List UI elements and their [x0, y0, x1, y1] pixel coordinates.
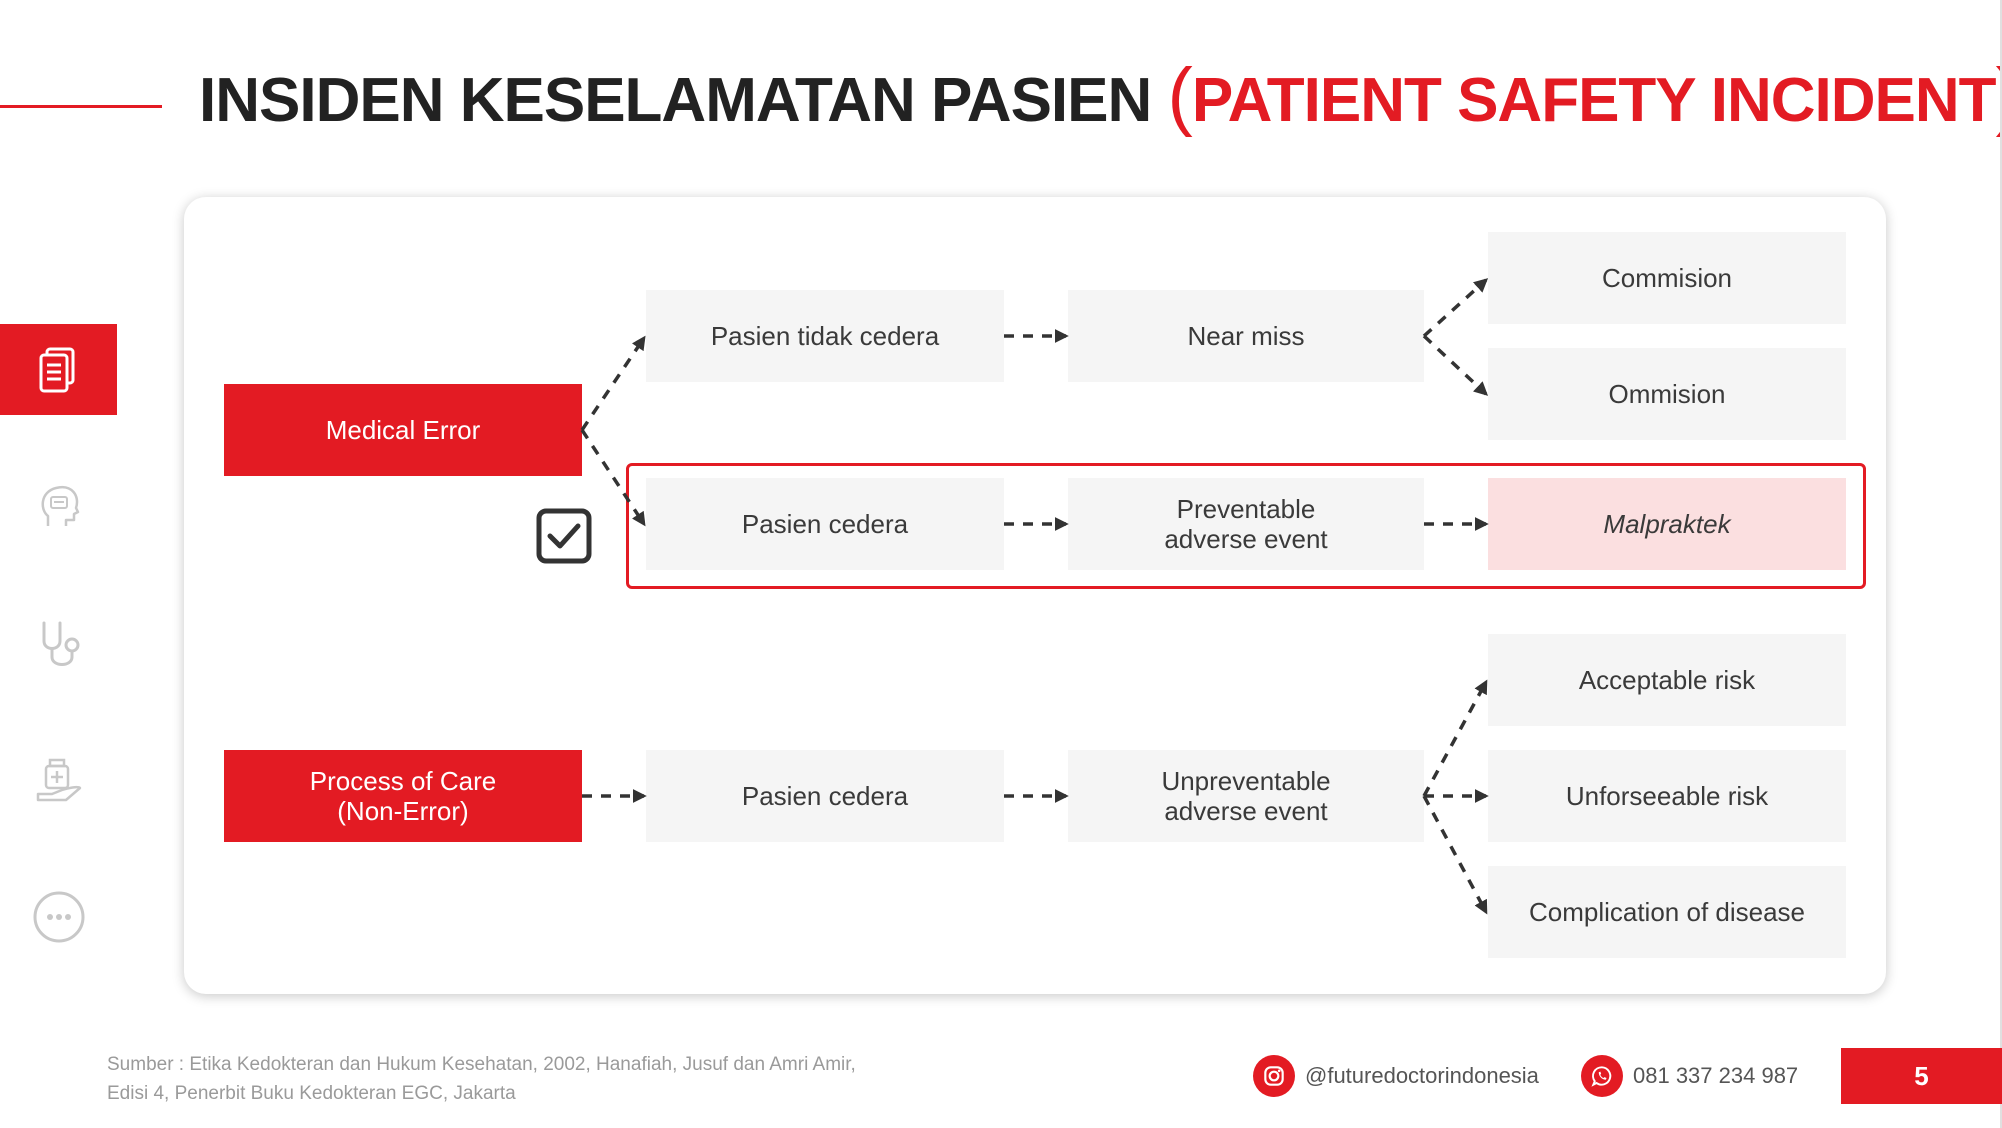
unforseeable-risk-box: Unforseeable risk: [1488, 750, 1846, 842]
title-accent-line: [0, 105, 162, 108]
hand-medicine-icon: [36, 758, 81, 801]
sidebar-item-medicine[interactable]: [0, 735, 117, 826]
commision-box: Commision: [1488, 232, 1846, 324]
medical-error-box: Medical Error: [224, 384, 582, 476]
complication-of-disease-box: Complication of disease: [1488, 866, 1846, 958]
sidebar-item-stethoscope[interactable]: [0, 598, 117, 689]
checkbox-checked-icon: [536, 508, 592, 564]
malpraktek-box: Malpraktek: [1488, 478, 1846, 570]
pasien-cedera-box-2: Pasien cedera: [646, 750, 1004, 842]
title-highlight: PATIENT SAFETY INCIDENT: [1191, 66, 1997, 135]
more-icon: [33, 891, 84, 942]
unpreventable-adverse-event-box: Unpreventable adverse event: [1068, 750, 1424, 842]
acceptable-risk-box: Acceptable risk: [1488, 634, 1846, 726]
title-close-paren: ): [1996, 53, 2002, 138]
title-open-paren: (: [1167, 53, 1193, 138]
instagram-icon: [1253, 1055, 1295, 1097]
sidebar-item-document[interactable]: [0, 324, 117, 415]
preventable-adverse-event-box: Preventable adverse event: [1068, 478, 1424, 570]
sidebar-item-head[interactable]: [0, 461, 117, 552]
title-main: INSIDEN KESELAMATAN PASIEN: [199, 66, 1168, 135]
page-number: 5: [1841, 1048, 2002, 1104]
stethoscope-icon: [42, 621, 79, 666]
instagram-contact[interactable]: @futuredoctorindonesia: [1253, 1055, 1539, 1097]
whatsapp-icon: [1581, 1055, 1623, 1097]
ommision-box: Ommision: [1488, 348, 1846, 440]
pasien-cedera-box-1: Pasien cedera: [646, 478, 1004, 570]
diagram-card: [184, 197, 1886, 994]
malpractice-path-highlight: [626, 463, 1866, 589]
whatsapp-contact[interactable]: 081 337 234 987: [1581, 1055, 1798, 1097]
document-icon: [39, 347, 74, 392]
page-title: INSIDEN KESELAMATAN PASIEN (PATIENT SAFE…: [199, 52, 2002, 139]
instagram-handle: @futuredoctorindonesia: [1305, 1063, 1539, 1088]
sidebar-item-more[interactable]: [0, 871, 117, 962]
process-of-care-box: Process of Care (Non-Error): [224, 750, 582, 842]
head-icon: [41, 485, 79, 526]
source-citation: Sumber : Etika Kedokteran dan Hukum Kese…: [107, 1054, 856, 1104]
right-edge-divider: [2000, 0, 2002, 1128]
whatsapp-number: 081 337 234 987: [1633, 1063, 1799, 1088]
pasien-tidak-cedera-box: Pasien tidak cedera: [646, 290, 1004, 382]
near-miss-box: Near miss: [1068, 290, 1424, 382]
